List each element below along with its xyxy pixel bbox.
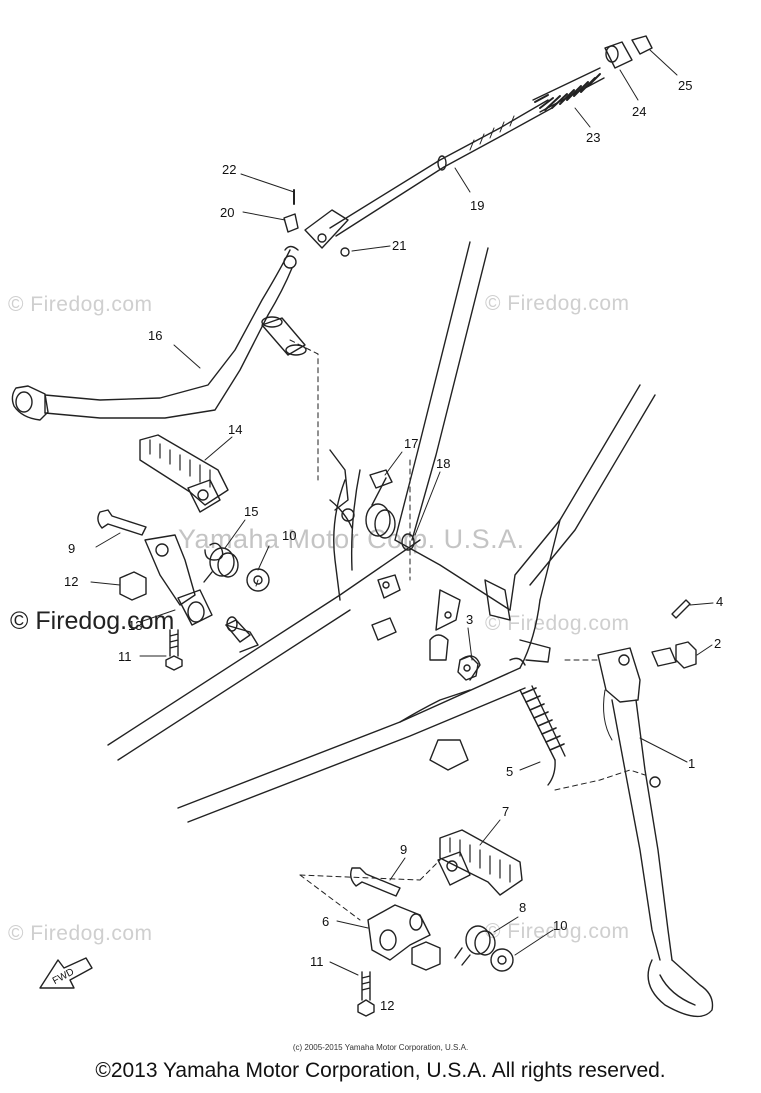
callout-2: 2 [714,636,721,651]
bolt-11-lower [357,971,375,1017]
callout-15: 15 [244,504,258,519]
callout-10-lower: 10 [553,918,567,933]
callout-22: 22 [222,162,236,177]
firedog-watermark: © Firedog.com [8,293,153,316]
callout-16: 16 [148,328,162,343]
callout-11: 11 [118,649,132,664]
footrest-upper [139,434,229,513]
small-copyright: (c) 2005-2015 Yamaha Motor Corporation, … [292,1043,469,1052]
pedal-spring [365,469,415,551]
brake-pedal [11,245,299,421]
nut-upper [119,571,147,601]
callout-12: 12 [64,574,78,589]
firedog-watermark-dark: © Firedog.com [10,607,175,635]
callout-24: 24 [632,104,646,119]
firedog-watermark: © Firedog.com [8,922,153,945]
callout-9-lower: 9 [400,842,407,857]
rod-spring [532,67,605,113]
firedog-watermark: © Firedog.com [485,612,630,635]
sidestand-spring [509,657,566,786]
callouts: 1 2 3 4 5 6 7 8 9 10 11 12 13 14 15 16 1… [51,78,723,1013]
callout-9: 9 [68,541,75,556]
bolt-lower-upper [165,629,183,671]
callout-13: 13 [128,618,142,633]
copyright-notice: ©2013 Yamaha Motor Corporation, U.S.A. A… [95,1059,666,1082]
footrest-lower [437,829,523,896]
callout-20: 20 [220,205,234,220]
frame [107,241,656,823]
sidestand [597,647,714,1018]
footrest-bracket-upper [144,534,213,626]
fwd-arrow [39,957,93,989]
callout-10: 10 [282,528,296,543]
washer-3 [457,655,479,681]
callout-12-lower: 12 [380,998,394,1013]
pivot-bolt [651,641,697,669]
adjuster-nut [604,35,653,69]
firedog-watermark: © Firedog.com [485,292,630,315]
brake-rod [329,99,553,237]
callout-14: 14 [228,422,242,437]
collar-upper [225,616,251,643]
bolt-upper [97,509,147,536]
nut-lower [411,941,441,971]
washer-lower [490,948,514,972]
callout-11-lower: 11 [310,954,324,969]
return-spring-lower [454,925,496,966]
callout-7: 7 [502,804,509,819]
firedog-watermark: © Firedog.com [485,920,630,943]
callout-25: 25 [678,78,692,93]
callout-3: 3 [466,612,473,627]
footrest-bracket-lower [367,904,431,961]
return-spring-upper [203,542,239,583]
callout-23: 23 [586,130,600,145]
callout-1: 1 [688,756,695,771]
callout-19: 19 [470,198,484,213]
callout-4: 4 [716,594,723,609]
callout-5: 5 [506,764,513,779]
cotter-pin [671,599,691,619]
bolt-lower [349,867,401,897]
callout-6: 6 [322,914,329,929]
callout-8: 8 [519,900,526,915]
callout-17: 17 [404,436,418,451]
rod-clevis [283,189,350,257]
callout-21: 21 [392,238,406,253]
pedal-bushing [261,316,307,356]
callout-18: 18 [436,456,450,471]
